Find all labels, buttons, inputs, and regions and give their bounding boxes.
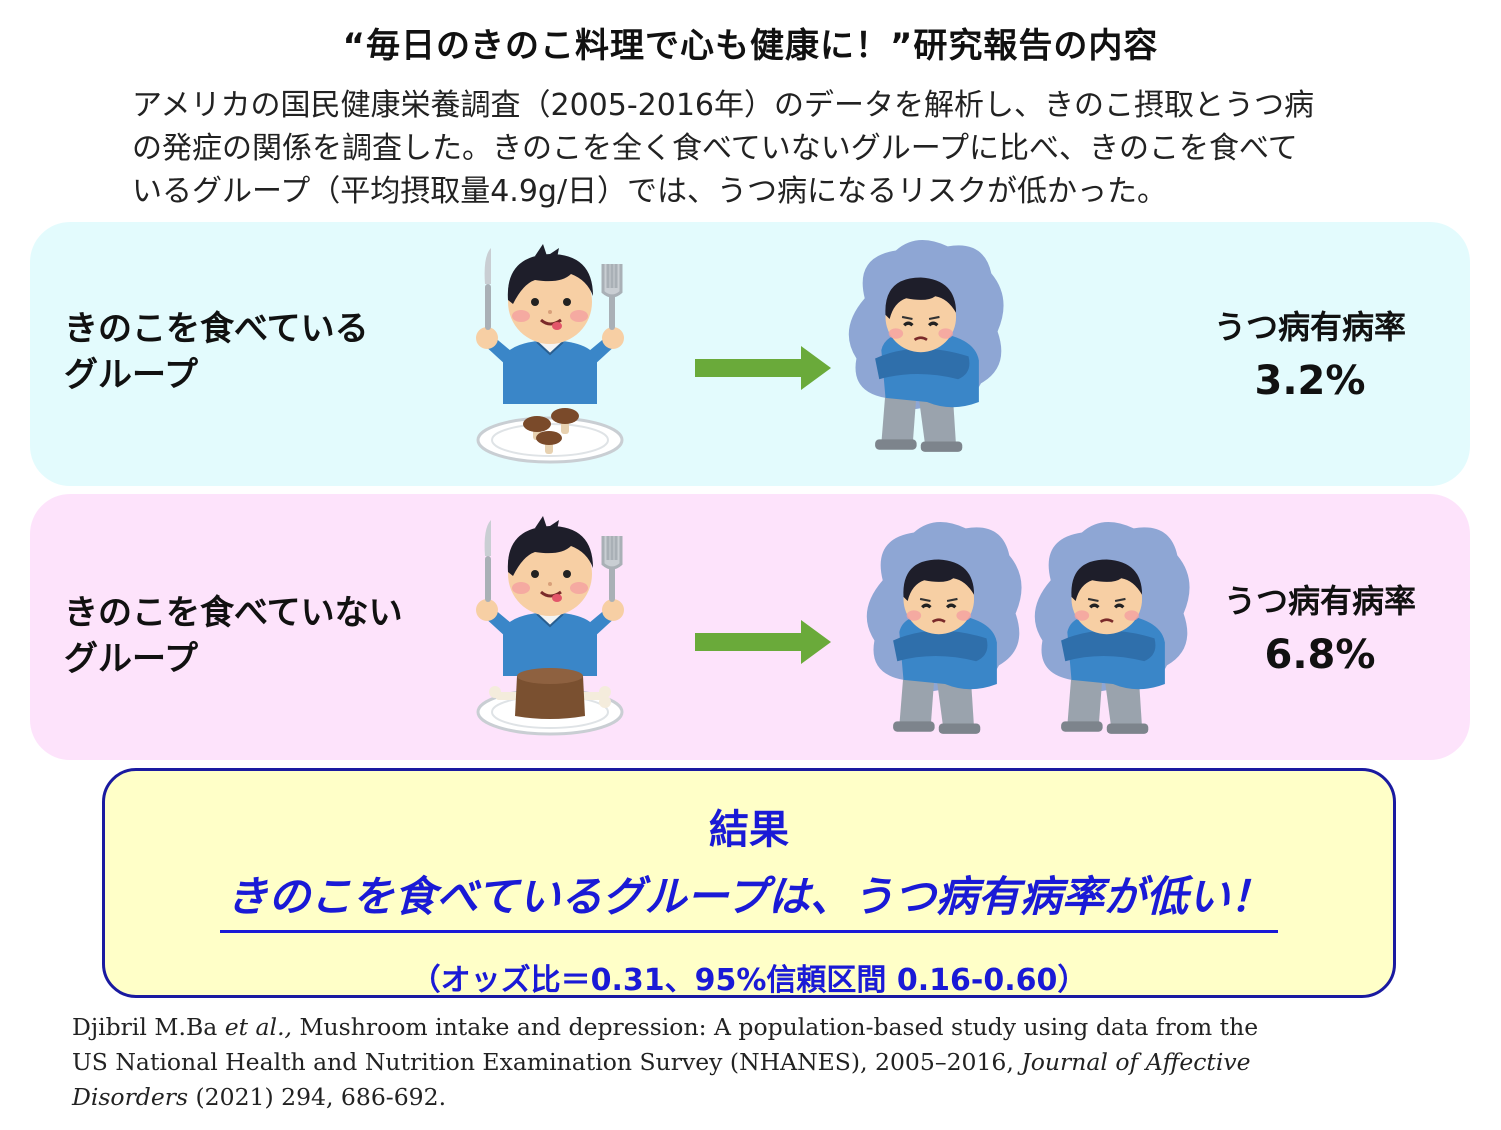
- prevalence-non-eaters: うつ病有病率 6.8%: [1190, 576, 1450, 678]
- panel-mushroom-eaters: きのこを食べている グループ うつ病有病率 3.2%: [30, 222, 1470, 486]
- intro-line: の発症の関係を調査した。きのこを全く食べていないグループに比べ、きのこを食べて: [132, 131, 1298, 166]
- citation-authors: Djibril M.Ba: [72, 1013, 225, 1041]
- mushroom-icon: [523, 408, 579, 454]
- boy-eating-mushrooms-icon: [474, 244, 626, 464]
- result-statistics: （オッズ比＝0.31、95%信頼区間 0.16-0.60）: [410, 963, 1088, 998]
- boy-eating-meat-icon: [474, 516, 626, 736]
- result-box: 結果 きのこを食べているグループは、うつ病有病率が低い！ （オッズ比＝0.31、…: [102, 768, 1396, 998]
- result-heading: 結果: [709, 807, 789, 853]
- intro-line: いるグループ（平均摂取量4.9g/日）では、うつ病になるリスクが低かった。: [132, 174, 1168, 209]
- citation-line: US National Health and Nutrition Examina…: [72, 1045, 1452, 1080]
- group-label-line: グループ: [64, 639, 198, 679]
- citation-journal: Journal of Affective: [1021, 1048, 1251, 1076]
- meat-icon: [489, 668, 611, 719]
- rate-label: うつ病有病率: [1213, 308, 1406, 346]
- group-label-line: きのこを食べていない: [64, 593, 403, 633]
- intro-text: アメリカの国民健康栄養調査（2005-2016年）のデータを解析し、きのこ摂取と…: [132, 84, 1432, 213]
- intro-line: アメリカの国民健康栄養調査（2005-2016年）のデータを解析し、きのこ摂取と…: [132, 88, 1315, 123]
- result-conclusion: きのこを食べているグループは、うつ病有病率が低い！: [220, 863, 1278, 933]
- rate-value: 6.8%: [1264, 632, 1376, 678]
- group-label-eaters: きのこを食べている グループ: [64, 306, 369, 398]
- panel-non-eaters: きのこを食べていない グループ うつ病有病率 6.8%: [30, 494, 1470, 760]
- arrow-right-icon: [695, 620, 831, 664]
- group-label-line: グループ: [64, 355, 198, 395]
- prevalence-eaters: うつ病有病率 3.2%: [1180, 302, 1440, 404]
- group-label-non-eaters: きのこを食べていない グループ: [64, 590, 403, 682]
- citation-title: Mushroom intake and depression: A popula…: [292, 1013, 1259, 1041]
- citation: Djibril M.Ba et al., Mushroom intake and…: [72, 1010, 1452, 1115]
- depressed-boy-icon: [1033, 520, 1192, 736]
- page-title: “毎日のきのこ料理で心も健康に！”研究報告の内容: [342, 26, 1159, 66]
- depressed-boy-icon: [865, 520, 1024, 736]
- rate-label: うつ病有病率: [1223, 582, 1416, 620]
- citation-volume: (2021) 294, 686-692.: [188, 1083, 447, 1111]
- citation-journal: Disorders: [72, 1083, 189, 1111]
- depressed-boy-icon: [847, 238, 1006, 454]
- citation-title: US National Health and Nutrition Examina…: [72, 1048, 1022, 1076]
- citation-etal: et al.,: [224, 1013, 293, 1041]
- arrow-right-icon: [695, 346, 831, 390]
- group-label-line: きのこを食べている: [64, 309, 369, 349]
- rate-value: 3.2%: [1254, 358, 1366, 404]
- citation-line: Djibril M.Ba et al., Mushroom intake and…: [72, 1010, 1452, 1045]
- citation-line: Disorders (2021) 294, 686-692.: [72, 1080, 1452, 1115]
